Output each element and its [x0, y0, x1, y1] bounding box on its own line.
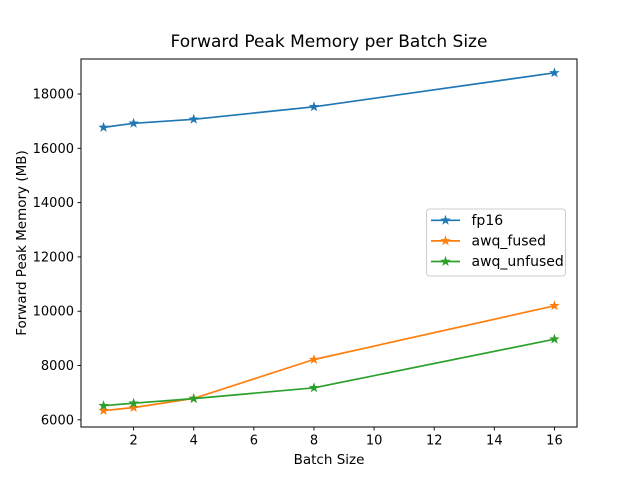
series-line-fp16	[102, 71, 556, 129]
series-marker-awq_unfused	[98, 400, 109, 411]
legend-box	[426, 208, 566, 277]
series-marker-awq_fused	[308, 354, 320, 364]
y-tick-label: 8000	[41, 359, 74, 374]
series-line-awq_fused	[102, 304, 556, 412]
x-tick-label: 2	[129, 434, 137, 449]
series-line-awq_unfused	[102, 338, 556, 407]
series-marker-awq_unfused	[188, 393, 199, 404]
series-marker-fp16	[188, 113, 199, 124]
y-tick-label: 12000	[33, 250, 74, 265]
x-tick-label: 14	[486, 434, 503, 449]
legend-label-awq_fused: awq_fused	[472, 234, 547, 250]
y-tick-label: 18000	[33, 88, 74, 103]
series-marker-fp16	[128, 117, 139, 128]
legend-marker-fp16	[440, 214, 451, 225]
series-marker-fp16	[549, 67, 560, 78]
chart-title: Forward Peak Memory per Batch Size	[171, 32, 488, 52]
legend-label-awq_unfused: awq_unfused	[472, 254, 564, 270]
y-axis-label: Forward Peak Memory (MB)	[14, 150, 30, 336]
series-marker-fp16	[308, 101, 320, 112]
series-marker-awq_unfused	[308, 382, 320, 393]
legend-label-fp16: fp16	[472, 213, 504, 229]
plot-border	[80, 58, 578, 428]
legend-marker-awq_unfused	[440, 256, 451, 266]
y-tick-label: 10000	[33, 305, 74, 320]
x-tick-label: 6	[250, 434, 258, 449]
y-tick-label: 14000	[33, 196, 74, 211]
series-marker-fp16	[98, 121, 109, 132]
x-tick-label: 8	[310, 434, 318, 449]
legend-marker-awq_fused	[440, 235, 451, 246]
x-tick-label: 10	[366, 434, 383, 449]
series-marker-awq_fused	[128, 402, 139, 413]
x-axis-label: Batch Size	[294, 452, 365, 468]
series-marker-awq_unfused	[128, 397, 139, 408]
x-tick-label: 4	[190, 434, 198, 449]
x-tick-label: 16	[546, 434, 563, 449]
y-tick-label: 6000	[41, 413, 74, 428]
y-tick-label: 16000	[33, 142, 74, 157]
series-marker-awq_fused	[98, 405, 109, 416]
series-marker-awq_fused	[549, 300, 560, 311]
plot-area: 2 4 6 8 10 12 14 16 6000 8000 10000 12000 14000 16000…	[33, 58, 578, 449]
x-tick-label: 12	[426, 434, 443, 449]
series-marker-awq_unfused	[549, 333, 560, 344]
